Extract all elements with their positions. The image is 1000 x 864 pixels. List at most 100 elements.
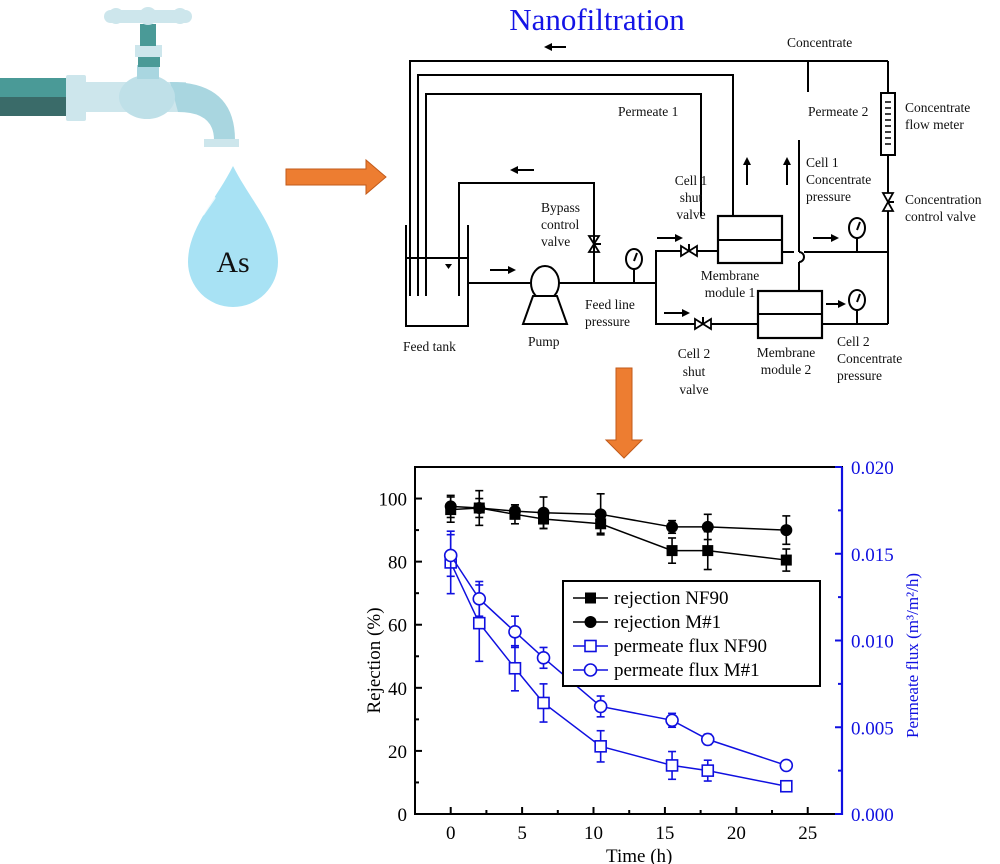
data-point <box>508 505 521 518</box>
label-module2-2: module 2 <box>761 362 812 377</box>
pump-icon <box>530 265 560 301</box>
y2-tick-label: 0.020 <box>851 458 894 479</box>
faucet-coupling <box>66 75 86 121</box>
data-point <box>701 764 715 777</box>
label-feed-line-1: Feed line <box>585 297 635 312</box>
permeate2-return-line <box>417 74 734 296</box>
legend-marker <box>583 663 598 677</box>
label-cell1-shut-3: valve <box>676 207 705 222</box>
series-line <box>450 507 787 561</box>
label-module1-2: module 1 <box>705 285 756 300</box>
data-point <box>593 699 608 714</box>
y2-tick-label: 0.010 <box>851 632 894 653</box>
legend-label: permeate flux NF90 <box>614 636 767 657</box>
data-point <box>780 524 793 537</box>
series-line <box>450 505 787 531</box>
faucet-pipe-bottom <box>0 97 66 116</box>
line-crossover-hop <box>798 251 805 263</box>
x-tick-label: 25 <box>798 823 817 844</box>
feed-tank <box>405 225 469 327</box>
gauge-needle <box>633 252 638 262</box>
data-point <box>666 520 679 533</box>
arrow-right-icon <box>508 266 516 274</box>
series-rejection-nf90 <box>445 496 792 572</box>
label-cell2-conc-1: Cell 2 <box>837 334 870 349</box>
data-point <box>780 554 792 566</box>
legend-marker <box>585 592 596 604</box>
data-point <box>594 508 607 521</box>
label-cell1-conc-2: Concentrate <box>806 172 871 187</box>
legend-marker <box>584 616 597 628</box>
arrow-right-icon <box>682 309 690 317</box>
legend-label: permeate flux M#1 <box>614 660 760 681</box>
faucet-spout <box>170 82 235 140</box>
y2-axis-label: Permeate flux (m³/m²/h) <box>903 573 922 738</box>
gauge-needle <box>856 221 861 231</box>
data-point <box>537 696 550 710</box>
drop-highlight <box>201 196 216 216</box>
label-cell1-conc-1: Cell 1 <box>806 155 839 170</box>
arrow-down-icon <box>604 367 644 459</box>
x-axis-label: Time (h) <box>606 846 672 864</box>
data-point <box>665 759 679 772</box>
legend-label: rejection NF90 <box>614 588 729 609</box>
data-point <box>536 651 551 665</box>
label-conc-valve-2: control valve <box>905 209 976 224</box>
faucet-stem-ring <box>135 45 162 57</box>
water-drop: As <box>188 166 278 307</box>
cell2-feed-line <box>655 283 758 325</box>
y2-tick-label: 0.015 <box>851 545 894 566</box>
data-point <box>472 592 487 606</box>
arrow-right-icon <box>838 300 846 308</box>
flow-meter-graduations <box>885 101 891 145</box>
data-point <box>780 779 793 793</box>
arrow-up-icon <box>743 157 751 165</box>
x-tick-label: 15 <box>655 823 674 844</box>
label-permeate1: Permeate 1 <box>618 104 678 119</box>
y2-tick-label: 0.000 <box>851 805 894 826</box>
diagram-labels: Concentrate Permeate 1 Permeate 2 Concen… <box>403 35 982 397</box>
water-level-marker-icon <box>445 264 452 269</box>
faucet-valve-body <box>119 75 175 119</box>
data-point <box>700 732 715 747</box>
concentrate-return-line <box>409 60 809 296</box>
faucet-spout-tip <box>204 139 239 147</box>
label-flow-meter-2: flow meter <box>905 117 964 132</box>
label-bypass-2: control <box>541 217 579 232</box>
pump-base-icon <box>521 295 569 325</box>
arrow-right-icon <box>675 234 683 242</box>
data-point <box>508 625 522 639</box>
label-conc-valve-1: Concentration <box>905 192 982 207</box>
label-cell2-conc-3: pressure <box>837 368 882 383</box>
x-tick-label: 10 <box>584 823 603 844</box>
data-point <box>472 616 486 630</box>
arrow-right-icon <box>285 158 387 196</box>
data-point <box>473 502 486 515</box>
data-point <box>508 661 522 675</box>
data-point <box>537 506 550 519</box>
label-feed-line-2: pressure <box>585 314 630 329</box>
data-point <box>443 548 458 563</box>
series-permeate-flux-m-1 <box>443 533 794 773</box>
label-module1-1: Membrane <box>701 268 759 283</box>
y-tick-label: 100 <box>379 490 408 511</box>
y-tick-label: 40 <box>388 679 407 700</box>
label-feed-tank: Feed tank <box>403 339 456 354</box>
arrow-left-icon <box>510 166 518 174</box>
faucet-handle-knob-left <box>108 8 124 24</box>
label-flow-meter-1: Concentrate <box>905 100 970 115</box>
label-cell1-shut-1: Cell 1 <box>675 173 708 188</box>
label-cell2-shut-2: shut <box>683 364 706 379</box>
series-rejection-m-1 <box>444 489 793 546</box>
data-point <box>594 740 607 753</box>
faucet-handle-knob-right <box>172 8 188 24</box>
drop-label: As <box>216 246 249 279</box>
data-point <box>666 545 678 557</box>
label-cell2-conc-2: Concentrate <box>837 351 902 366</box>
